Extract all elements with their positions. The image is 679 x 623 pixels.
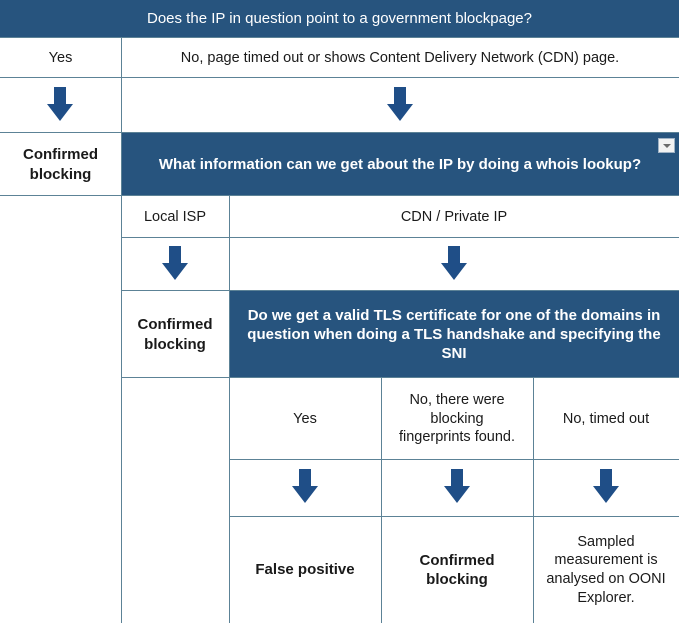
q3-answer-yes-text: Yes bbox=[293, 410, 317, 427]
q3-answer-fingerprints-text: No, there were blocking fingerprints fou… bbox=[398, 392, 516, 446]
q3-question-text: Do we get a valid TLS certificate for on… bbox=[247, 306, 661, 363]
grid-line-h bbox=[0, 132, 679, 133]
grid-line-v bbox=[121, 37, 122, 623]
arrow-shaft bbox=[600, 469, 612, 486]
arrow-shaft bbox=[299, 469, 311, 486]
grid-line-h bbox=[121, 237, 679, 238]
q3-outcome-false-positive-text: False positive bbox=[255, 561, 355, 579]
arrow-head bbox=[387, 104, 413, 121]
q3-outcome-confirmed-blocking-cell: Confirmed blocking bbox=[381, 517, 533, 623]
arrow-shaft bbox=[451, 469, 463, 486]
q3-answer-timeout-text: No, timed out bbox=[562, 410, 650, 427]
arrow-head bbox=[162, 263, 188, 280]
arrow-head bbox=[444, 486, 470, 503]
grid-line-h bbox=[229, 459, 679, 460]
q2-outcome-confirmed-blocking-cell: Confirmed blocking bbox=[121, 291, 229, 378]
q1-answer-yes-text: Yes bbox=[48, 49, 73, 66]
q2-answer-local-isp-cell: Local ISP bbox=[121, 196, 229, 238]
q3-question-banner: Do we get a valid TLS certificate for on… bbox=[229, 291, 679, 378]
grid-line-v bbox=[381, 377, 382, 623]
q2-question-banner: What information can we get about the IP… bbox=[121, 133, 679, 196]
grid-line-h bbox=[121, 377, 679, 378]
arrow-head bbox=[292, 486, 318, 503]
q3-outcome-sampled-measurement-cell: Sampled measurement is analysed on OONI … bbox=[533, 517, 679, 623]
q2-question-text: What information can we get about the IP… bbox=[158, 155, 642, 173]
q1-answer-no-cell: No, page timed out or shows Content Deli… bbox=[121, 38, 679, 78]
grid-line-h bbox=[0, 195, 679, 196]
grid-line-h bbox=[0, 37, 679, 38]
arrow-shaft bbox=[394, 87, 406, 104]
grid-line-h bbox=[229, 516, 679, 517]
q1-outcome-text: Confirmed blocking bbox=[23, 146, 98, 183]
q2-answer-local-isp-text: Local ISP bbox=[143, 208, 207, 225]
grid-line-v bbox=[229, 195, 230, 623]
q3-answer-fingerprints-cell: No, there were blocking fingerprints fou… bbox=[381, 378, 533, 460]
arrow-shaft bbox=[54, 87, 66, 104]
arrow-shaft bbox=[169, 246, 181, 263]
q3-outcome-false-positive-cell: False positive bbox=[229, 517, 381, 623]
arrow-shaft bbox=[448, 246, 460, 263]
q1-question-banner: Does the IP in question point to a gover… bbox=[0, 0, 679, 38]
q3-outcome-confirmed-blocking-text: Confirmed blocking bbox=[419, 551, 495, 588]
filter-dropdown-button[interactable] bbox=[658, 138, 675, 153]
q2-answer-cdn-text: CDN / Private IP bbox=[400, 208, 508, 225]
q3-outcome-sampled-measurement-text: Sampled measurement is analysed on OONI … bbox=[546, 533, 666, 606]
grid-line-v bbox=[533, 377, 534, 623]
chevron-down-icon bbox=[662, 143, 671, 148]
grid-line-h bbox=[121, 290, 679, 291]
q1-outcome-confirmed-blocking-cell: Confirmed blocking bbox=[0, 133, 121, 196]
q1-answer-yes-cell: Yes bbox=[0, 38, 121, 78]
q3-answer-yes-cell: Yes bbox=[229, 378, 381, 460]
arrow-head bbox=[47, 104, 73, 121]
grid-line-h bbox=[0, 77, 679, 78]
q1-answer-no-text: No, page timed out or shows Content Deli… bbox=[180, 49, 620, 66]
q1-question-text: Does the IP in question point to a gover… bbox=[147, 10, 532, 28]
arrow-head bbox=[441, 263, 467, 280]
q2-answer-cdn-cell: CDN / Private IP bbox=[229, 196, 679, 238]
arrow-head bbox=[593, 486, 619, 503]
q2-outcome-text: Confirmed blocking bbox=[137, 316, 213, 353]
q3-answer-timeout-cell: No, timed out bbox=[533, 378, 679, 460]
